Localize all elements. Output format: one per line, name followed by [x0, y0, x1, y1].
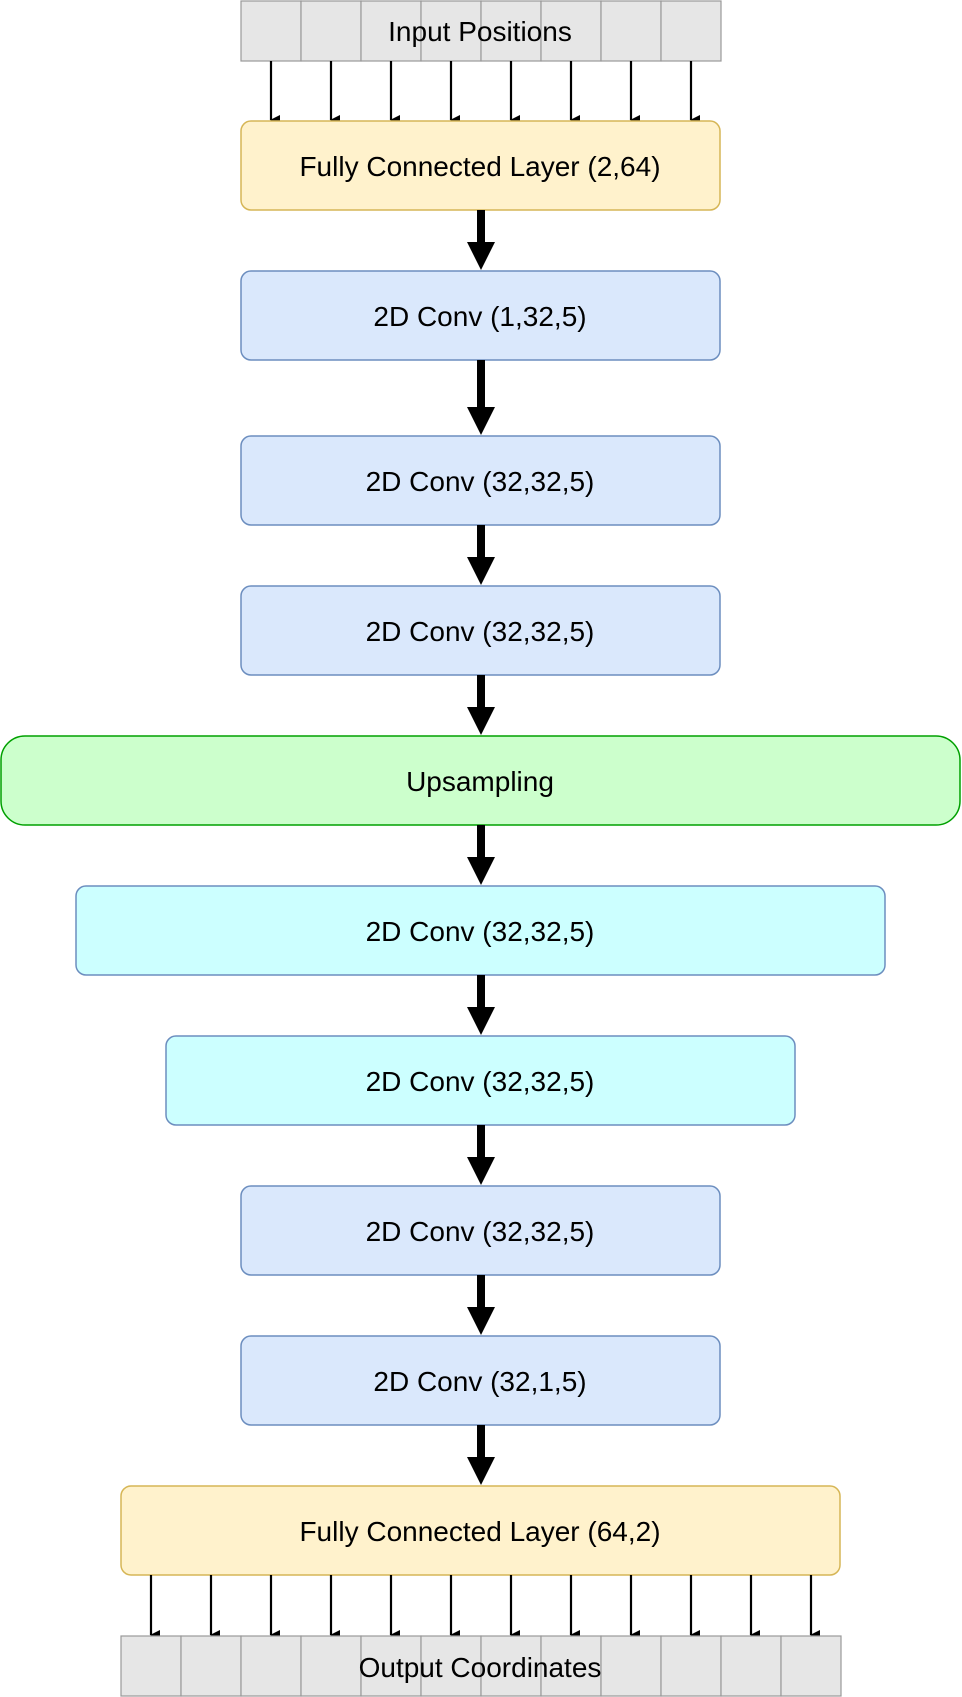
conv-layer-5-label: 2D Conv (32,32,5)	[366, 1066, 595, 1097]
conv-layer-7: 2D Conv (32,1,5)	[240, 1335, 721, 1426]
conv-layer-4: 2D Conv (32,32,5)	[75, 885, 886, 976]
output-coordinate-cell	[540, 1635, 602, 1697]
fc-layer-1-label: Fully Connected Layer (2,64)	[299, 151, 660, 182]
arrow-conv1-to-conv2	[467, 360, 495, 435]
conv-layer-5: 2D Conv (32,32,5)	[165, 1035, 796, 1126]
output-coordinate-cell	[300, 1635, 362, 1697]
conv-layer-4-label: 2D Conv (32,32,5)	[366, 916, 595, 947]
upsampling-label: Upsampling	[406, 766, 554, 797]
output-coordinate-cell	[720, 1635, 782, 1697]
conv-layer-7-label: 2D Conv (32,1,5)	[373, 1366, 586, 1397]
output-coordinate-cell	[120, 1635, 182, 1697]
arrow-fc1-to-conv1	[467, 210, 495, 270]
conv-layer-2-label: 2D Conv (32,32,5)	[366, 466, 595, 497]
input-position-cell	[240, 0, 302, 62]
input-position-cell	[360, 0, 422, 62]
upsampling-layer: Upsampling	[0, 735, 961, 826]
arrow-conv6-to-conv7	[467, 1275, 495, 1335]
conv-layer-3: 2D Conv (32,32,5)	[240, 585, 721, 676]
input-position-cell	[420, 0, 482, 62]
conv-layer-6: 2D Conv (32,32,5)	[240, 1185, 721, 1276]
conv-layer-6-label: 2D Conv (32,32,5)	[366, 1216, 595, 1247]
output-coordinate-cell	[240, 1635, 302, 1697]
arrow-upsampling-to-conv4	[467, 825, 495, 885]
conv-layer-2: 2D Conv (32,32,5)	[240, 435, 721, 526]
output-coordinates-label: Output Coordinates	[359, 1652, 602, 1683]
fc-layer-2-label: Fully Connected Layer (64,2)	[299, 1516, 660, 1547]
input-position-cell	[480, 0, 542, 62]
conv-layer-1-label: 2D Conv (1,32,5)	[373, 301, 586, 332]
arrow-conv3-to-upsampling	[467, 675, 495, 735]
output-coordinate-cell	[600, 1635, 662, 1697]
fc-layer-2: Fully Connected Layer (64,2)	[120, 1485, 841, 1576]
conv-layer-3-label: 2D Conv (32,32,5)	[366, 616, 595, 647]
input-position-cell	[660, 0, 722, 62]
output-arrows	[149, 1575, 820, 1640]
input-position-cell	[300, 0, 362, 62]
arrow-conv7-to-fc2	[467, 1425, 495, 1485]
output-coordinates-array: Output Coordinates	[120, 1635, 842, 1697]
input-arrows	[269, 61, 700, 125]
arrow-conv2-to-conv3	[467, 525, 495, 585]
output-coordinate-cell	[780, 1635, 842, 1697]
conv-layer-1: 2D Conv (1,32,5)	[240, 270, 721, 361]
output-coordinate-cell	[180, 1635, 242, 1697]
fc-layer-1: Fully Connected Layer (2,64)	[240, 120, 721, 211]
layer-arrows	[467, 210, 495, 1485]
input-positions-label: Input Positions	[388, 16, 572, 47]
input-positions-array: Input Positions	[240, 0, 722, 62]
output-coordinate-cell	[480, 1635, 542, 1697]
arrow-conv5-to-conv6	[467, 1125, 495, 1185]
input-position-cell	[600, 0, 662, 62]
arrow-conv4-to-conv5	[467, 975, 495, 1035]
output-coordinate-cell	[660, 1635, 722, 1697]
output-coordinate-cell	[360, 1635, 422, 1697]
